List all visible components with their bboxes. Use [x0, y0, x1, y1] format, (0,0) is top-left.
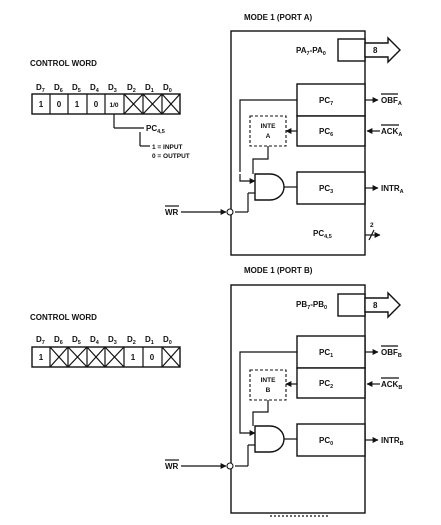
bit-value: 1/0 [109, 102, 118, 109]
port-b-bus-arrow [364, 291, 401, 319]
bit-label: D6 [54, 83, 63, 94]
port-b-bus-label: PB7-PB0 [296, 300, 327, 311]
port-a-mode-title: MODE 1 (PORT A) [244, 13, 312, 22]
pc6-box [296, 115, 366, 147]
bit-label: D3 [108, 335, 117, 346]
bit-label: D0 [163, 83, 172, 94]
bit-value: 1 [39, 353, 44, 362]
bit-value: 0 [94, 100, 99, 109]
obf-a-label: OBFA [381, 96, 402, 107]
port-b-section: MODE 1 (PORT B) CONTROL WORD D7 D6 D5 D4… [30, 266, 404, 517]
bit-label: D5 [72, 83, 81, 94]
port-b-bus-width: 8 [373, 301, 378, 310]
pc1-box [296, 335, 366, 369]
inte-b-label-1: INTE [261, 377, 276, 384]
intr-b-label: INTRB [381, 436, 404, 447]
bit-label: D6 [54, 335, 63, 346]
obf-b-feedback-wire [239, 351, 297, 426]
port-a-bit-header-row: D7 D6 D5 D4 D3 D2 D1 D0 [36, 83, 172, 94]
port-a-control-word-register: 1 0 1 0 1/0 [31, 93, 181, 115]
pc45-bottom-label: PC4,5 [313, 229, 332, 240]
inte-a-label-1: INTE [261, 123, 276, 130]
io-note-output: 0 = OUTPUT [152, 153, 190, 160]
and-gate-a [254, 173, 285, 201]
bit-value: 1 [75, 100, 80, 109]
obf-feedback-wire [239, 99, 297, 172]
bit-label: D7 [36, 335, 45, 346]
port-b-control-word-register: 1 1 0 [31, 346, 181, 368]
pc2-box [296, 367, 366, 399]
bit-label: D2 [127, 83, 136, 94]
pc45-bus-slash [368, 229, 375, 241]
bit-label: D3 [108, 83, 117, 94]
port-b-bit-header-row: D7 D6 D5 D4 D3 D2 D1 D0 [36, 335, 172, 346]
port-b-wr-label: WR [165, 462, 179, 471]
inte-a-output-wire [252, 146, 269, 171]
pc0-label: PC0 [319, 436, 333, 447]
bit-value: 0 [150, 353, 155, 362]
port-a-bus-width: 8 [373, 46, 378, 55]
pc2-label: PC2 [319, 379, 333, 390]
and-input-wire [239, 174, 256, 184]
port-a-bus-pins [337, 38, 366, 62]
obf-b-label: OBFB [381, 348, 402, 359]
and-b-input-wire [239, 426, 256, 436]
dont-care-cross [67, 346, 88, 368]
pc45-note-label: PC4,5 [146, 124, 165, 135]
bit-label: D1 [145, 83, 154, 94]
pc45-bus-width: 2 [370, 222, 374, 229]
pc1-label: PC1 [319, 348, 333, 359]
and-gate-b [254, 425, 285, 453]
pc0-box [296, 423, 366, 457]
inte-b-label-2: B [266, 387, 271, 394]
bit-label: D1 [145, 335, 154, 346]
dont-care-cross [161, 93, 181, 115]
port-b-wr-bubble [226, 462, 234, 470]
dont-care-cross [86, 346, 106, 368]
dont-care-cross [104, 346, 125, 368]
bit-value: 1 [39, 100, 44, 109]
pc7-box [296, 83, 366, 117]
dont-care-cross [142, 93, 163, 115]
port-a-bus-arrow [364, 36, 401, 64]
bit-label: D4 [90, 83, 100, 94]
port-b-block [230, 284, 366, 514]
dont-care-cross [161, 346, 181, 368]
ack-a-label: ACKA [381, 127, 402, 138]
port-b-control-word-title: CONTROL WORD [30, 313, 97, 322]
bit-value: 1 [131, 353, 136, 362]
port-a-control-word-title: CONTROL WORD [30, 59, 97, 68]
port-a-wr-bubble [226, 208, 234, 216]
port-b-mode-title: MODE 1 (PORT B) [244, 266, 313, 275]
ack-b-label: ACKB [381, 380, 402, 391]
bit-value: 0 [57, 100, 62, 109]
pc7-label: PC7 [319, 96, 333, 107]
inte-a-label-2: A [266, 133, 271, 140]
dont-care-cross [49, 346, 69, 368]
bit-label: D2 [127, 335, 136, 346]
bit-label: D7 [36, 83, 45, 94]
port-a-bus-label: PA7-PA0 [296, 46, 326, 57]
bit-label: D5 [72, 335, 81, 346]
intr-a-label: INTRA [381, 184, 404, 195]
dont-care-cross [123, 93, 144, 115]
pc3-label: PC3 [319, 184, 333, 195]
pc6-label: PC6 [319, 127, 333, 138]
io-note-input: 1 = INPUT [152, 144, 183, 151]
inte-b-output-wire [252, 400, 269, 426]
port-b-bus-pins [337, 293, 366, 317]
bit-label: D4 [90, 335, 100, 346]
port-a-section: MODE 1 (PORT A) CONTROL WORD D7 D6 D5 D4… [30, 13, 404, 256]
pc3-box [296, 171, 366, 205]
port-a-wr-label: WR [165, 208, 179, 217]
bit-label: D0 [163, 335, 172, 346]
